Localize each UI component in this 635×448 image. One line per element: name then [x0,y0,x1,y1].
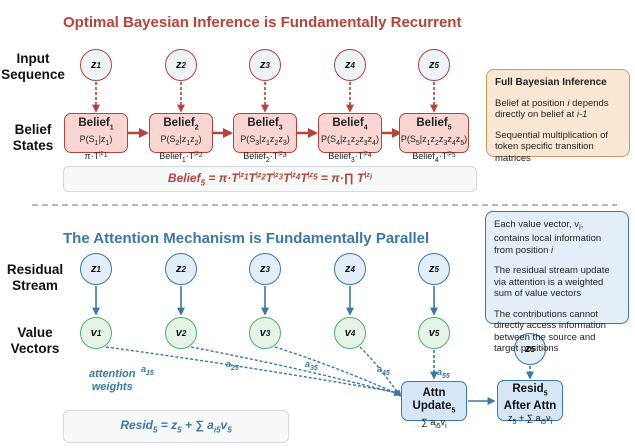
attention-weight-link [274,346,402,396]
belief-update: Belief2·T|z3 [243,151,287,164]
belief-title: Belief3 [247,117,283,132]
belief-title: Belief1 [78,117,114,132]
belief-update: π·T|z1 [84,151,108,162]
resid-after-title: Resid5 [512,383,548,398]
attention-weight-label: a45 [377,364,390,377]
belief-probability: P(S2|z1z2) [160,134,202,148]
input-sequence-label: Input Sequence [0,51,68,83]
attention-weights-line1: attention [89,368,136,380]
attention-weight-label: a15 [141,364,154,377]
belief-probability: P(S3|z1z2z3) [240,134,290,148]
value-label-line2: Vectors [10,341,60,356]
resid-after-formula: z5 + ∑ ai5vi [507,413,553,427]
value-label-line1: Value [17,325,53,340]
attention-weight-link [190,346,402,396]
belief-title: Belief2 [163,117,199,132]
attn-update-box: Attn Update5 ∑ ai5vi [401,381,467,430]
resid-formula-box: Resid5 = z5 + ∑ ai5v5 [63,410,289,443]
attention-weights-label: attention weights [89,368,135,394]
belief-label-line1: Belief [14,122,52,137]
resid-after-title-line2: After Attn [503,400,557,413]
belief-formula: Belief5 = π·T|z1T|z2T|z3T|z4T|z5 = π·∏ T… [167,170,373,188]
belief-probability: P(S5|z1z2z3z4z5) [400,134,468,148]
parallel-section-title: The Attention Mechanism is Fundamentally… [63,230,430,247]
attention-weight-label: a35 [305,359,318,372]
note-paragraph: Sequential multiplication of token speci… [495,129,609,164]
recurrent-section-title: Optimal Bayesian Inference is Fundamenta… [63,14,462,31]
residual-stream-label: Residual Stream [0,262,70,294]
resid-after-attn-box: Resid5 After Attn z5 + ∑ ai5vi [497,380,563,426]
belief-probability: P(S4|z1z2z3z4) [321,134,379,148]
residual-label-line2: Stream [12,278,58,293]
attention-weight-label: a25 [226,359,239,372]
belief-update: Belief1·T|z2 [159,151,203,164]
note-paragraph: Belief at position i depends directly on… [495,97,609,121]
residual-label-line1: Residual [6,262,64,277]
input-label-line2: Sequence [1,67,65,82]
attention-note: Each value vector, vi, contains local in… [485,211,629,354]
belief-update: Belief3·T|z4 [328,151,372,164]
belief-title: Belief4 [332,117,368,132]
attention-weight-label: a55 [437,367,450,380]
belief-probability: P(S1|z1) [79,134,113,148]
attention-weights-line2: weights [91,381,133,393]
note-paragraph: The residual stream update via attention… [494,265,610,300]
attn-update-formula: ∑ ai5vi [421,417,447,431]
note-paragraph: Each value vector, vi, contains local in… [494,219,602,256]
value-vectors-label: Value Vectors [0,325,70,357]
belief-update: Belief4·T|z5 [412,151,456,164]
belief-states-label: Belief States [0,122,68,154]
attention-weight-link [359,346,401,398]
input-label-line1: Input [16,51,50,66]
full-bayesian-inference-note: Full Bayesian Inference Belief at positi… [486,69,630,164]
attn-update-title: Attn Update5 [412,387,456,415]
belief-title: Belief5 [416,117,452,132]
note-paragraph: The contributions cannot directly access… [494,308,606,355]
note-heading: Full Bayesian Inference [495,77,607,88]
belief-label-line2: States [12,138,54,153]
belief-formula-box: Belief5 = π·T|z1T|z2T|z3T|z4T|z5 = π·∏ T… [63,166,477,192]
resid-formula: Resid5 = z5 + ∑ ai5v5 [120,418,232,435]
